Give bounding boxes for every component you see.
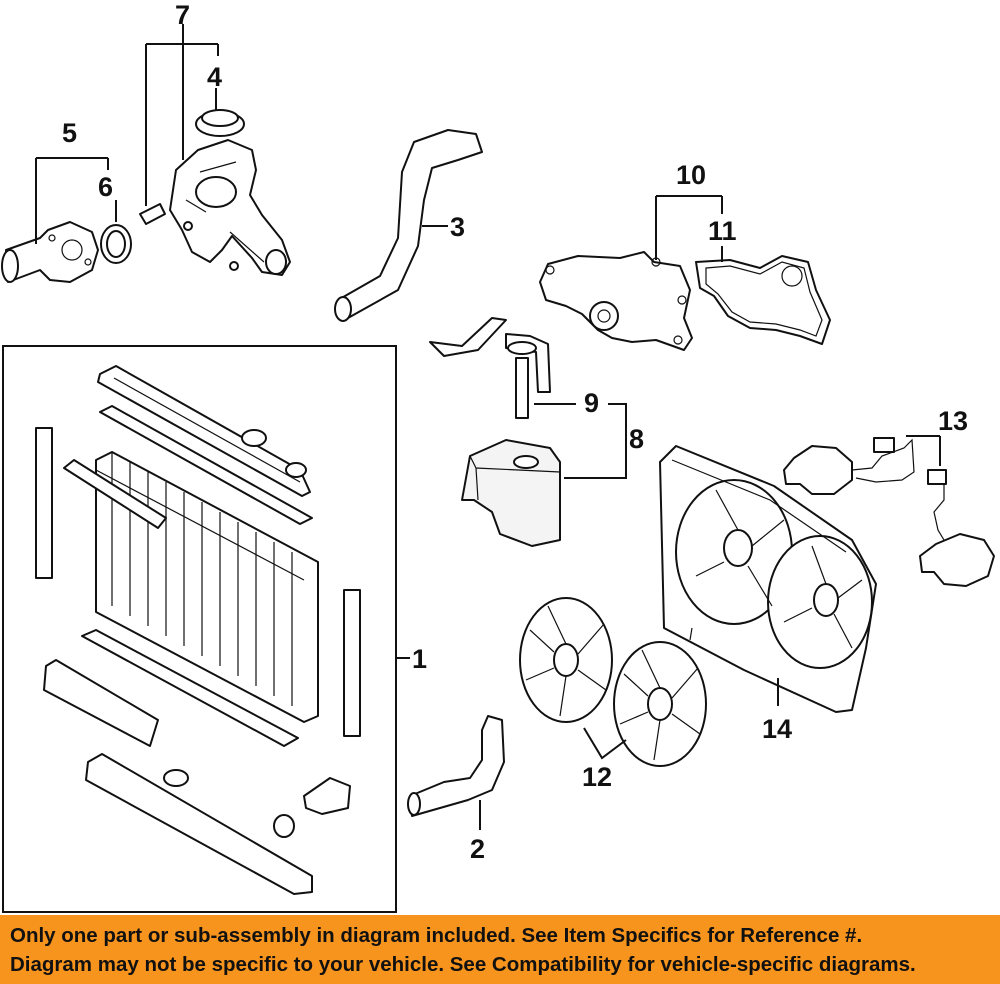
- leader-7: [145, 24, 219, 206]
- cooling-fan-blade-left-part: [519, 597, 613, 723]
- radiator-upper-seal-part: [99, 405, 313, 525]
- callout-3: 3: [450, 212, 465, 242]
- water-pump-gasket-part: [695, 255, 831, 345]
- radiator-upper-support-part: [63, 459, 167, 529]
- thermostat-gasket-part: [100, 224, 132, 264]
- callout-6: 6: [98, 172, 113, 202]
- callout-9: 9: [584, 388, 599, 418]
- callout-4: 4: [207, 62, 222, 92]
- drain-cock-part: [273, 777, 351, 838]
- thermostat-housing-part: [1, 221, 99, 283]
- callout-5: 5: [62, 118, 77, 148]
- leader-10: [655, 195, 723, 260]
- radiator-side-support-left: [35, 427, 53, 579]
- radiator-lower-seal-part: [81, 629, 299, 747]
- reservoir-hose-part: [429, 317, 551, 419]
- disclaimer-banner: Only one part or sub-assembly in diagram…: [0, 915, 1000, 984]
- radiator-assembly-frame: [2, 345, 397, 913]
- leader-9: [534, 403, 627, 479]
- upper-radiator-hose-part: [334, 129, 483, 322]
- callout-1: 1: [412, 644, 427, 674]
- water-outlet-housing-part: [169, 139, 291, 276]
- leader-12: [583, 727, 627, 760]
- stud-bolt-part: [139, 203, 166, 225]
- leader-5: [35, 157, 109, 244]
- fan-motor-upper-part: [783, 437, 915, 495]
- cooling-system-exploded-diagram: 5 6 7 4 3 10 11 9 8: [1, 0, 995, 913]
- radiator-lower-tank-part: [85, 753, 313, 895]
- coolant-reservoir-tank-part: [461, 439, 561, 547]
- fan-shroud-part: [659, 445, 877, 713]
- radiator-lower-support-part: [43, 659, 159, 747]
- radiator-core-part: [95, 451, 319, 723]
- callout-13: 13: [938, 406, 968, 436]
- disclaimer-line-2: Diagram may not be specific to your vehi…: [10, 953, 916, 976]
- callout-14: 14: [762, 714, 792, 744]
- callout-12: 12: [582, 762, 612, 792]
- lower-radiator-hose-part: [407, 715, 505, 817]
- fan-motor-lower-part: [919, 469, 995, 587]
- cooling-fan-blade-right-part: [613, 641, 707, 767]
- leader-13: [906, 435, 941, 466]
- callout-2: 2: [470, 834, 485, 864]
- water-pump-part: [539, 251, 693, 351]
- radiator-upper-tank-part: [97, 365, 311, 497]
- radiator-side-support-right: [343, 589, 361, 737]
- callout-7: 7: [175, 0, 190, 30]
- radiator-cap-part: [195, 109, 245, 137]
- disclaimer-line-1: Only one part or sub-assembly in diagram…: [10, 924, 863, 947]
- callout-10: 10: [676, 160, 706, 190]
- callout-11: 11: [708, 216, 737, 246]
- callout-8: 8: [629, 424, 644, 454]
